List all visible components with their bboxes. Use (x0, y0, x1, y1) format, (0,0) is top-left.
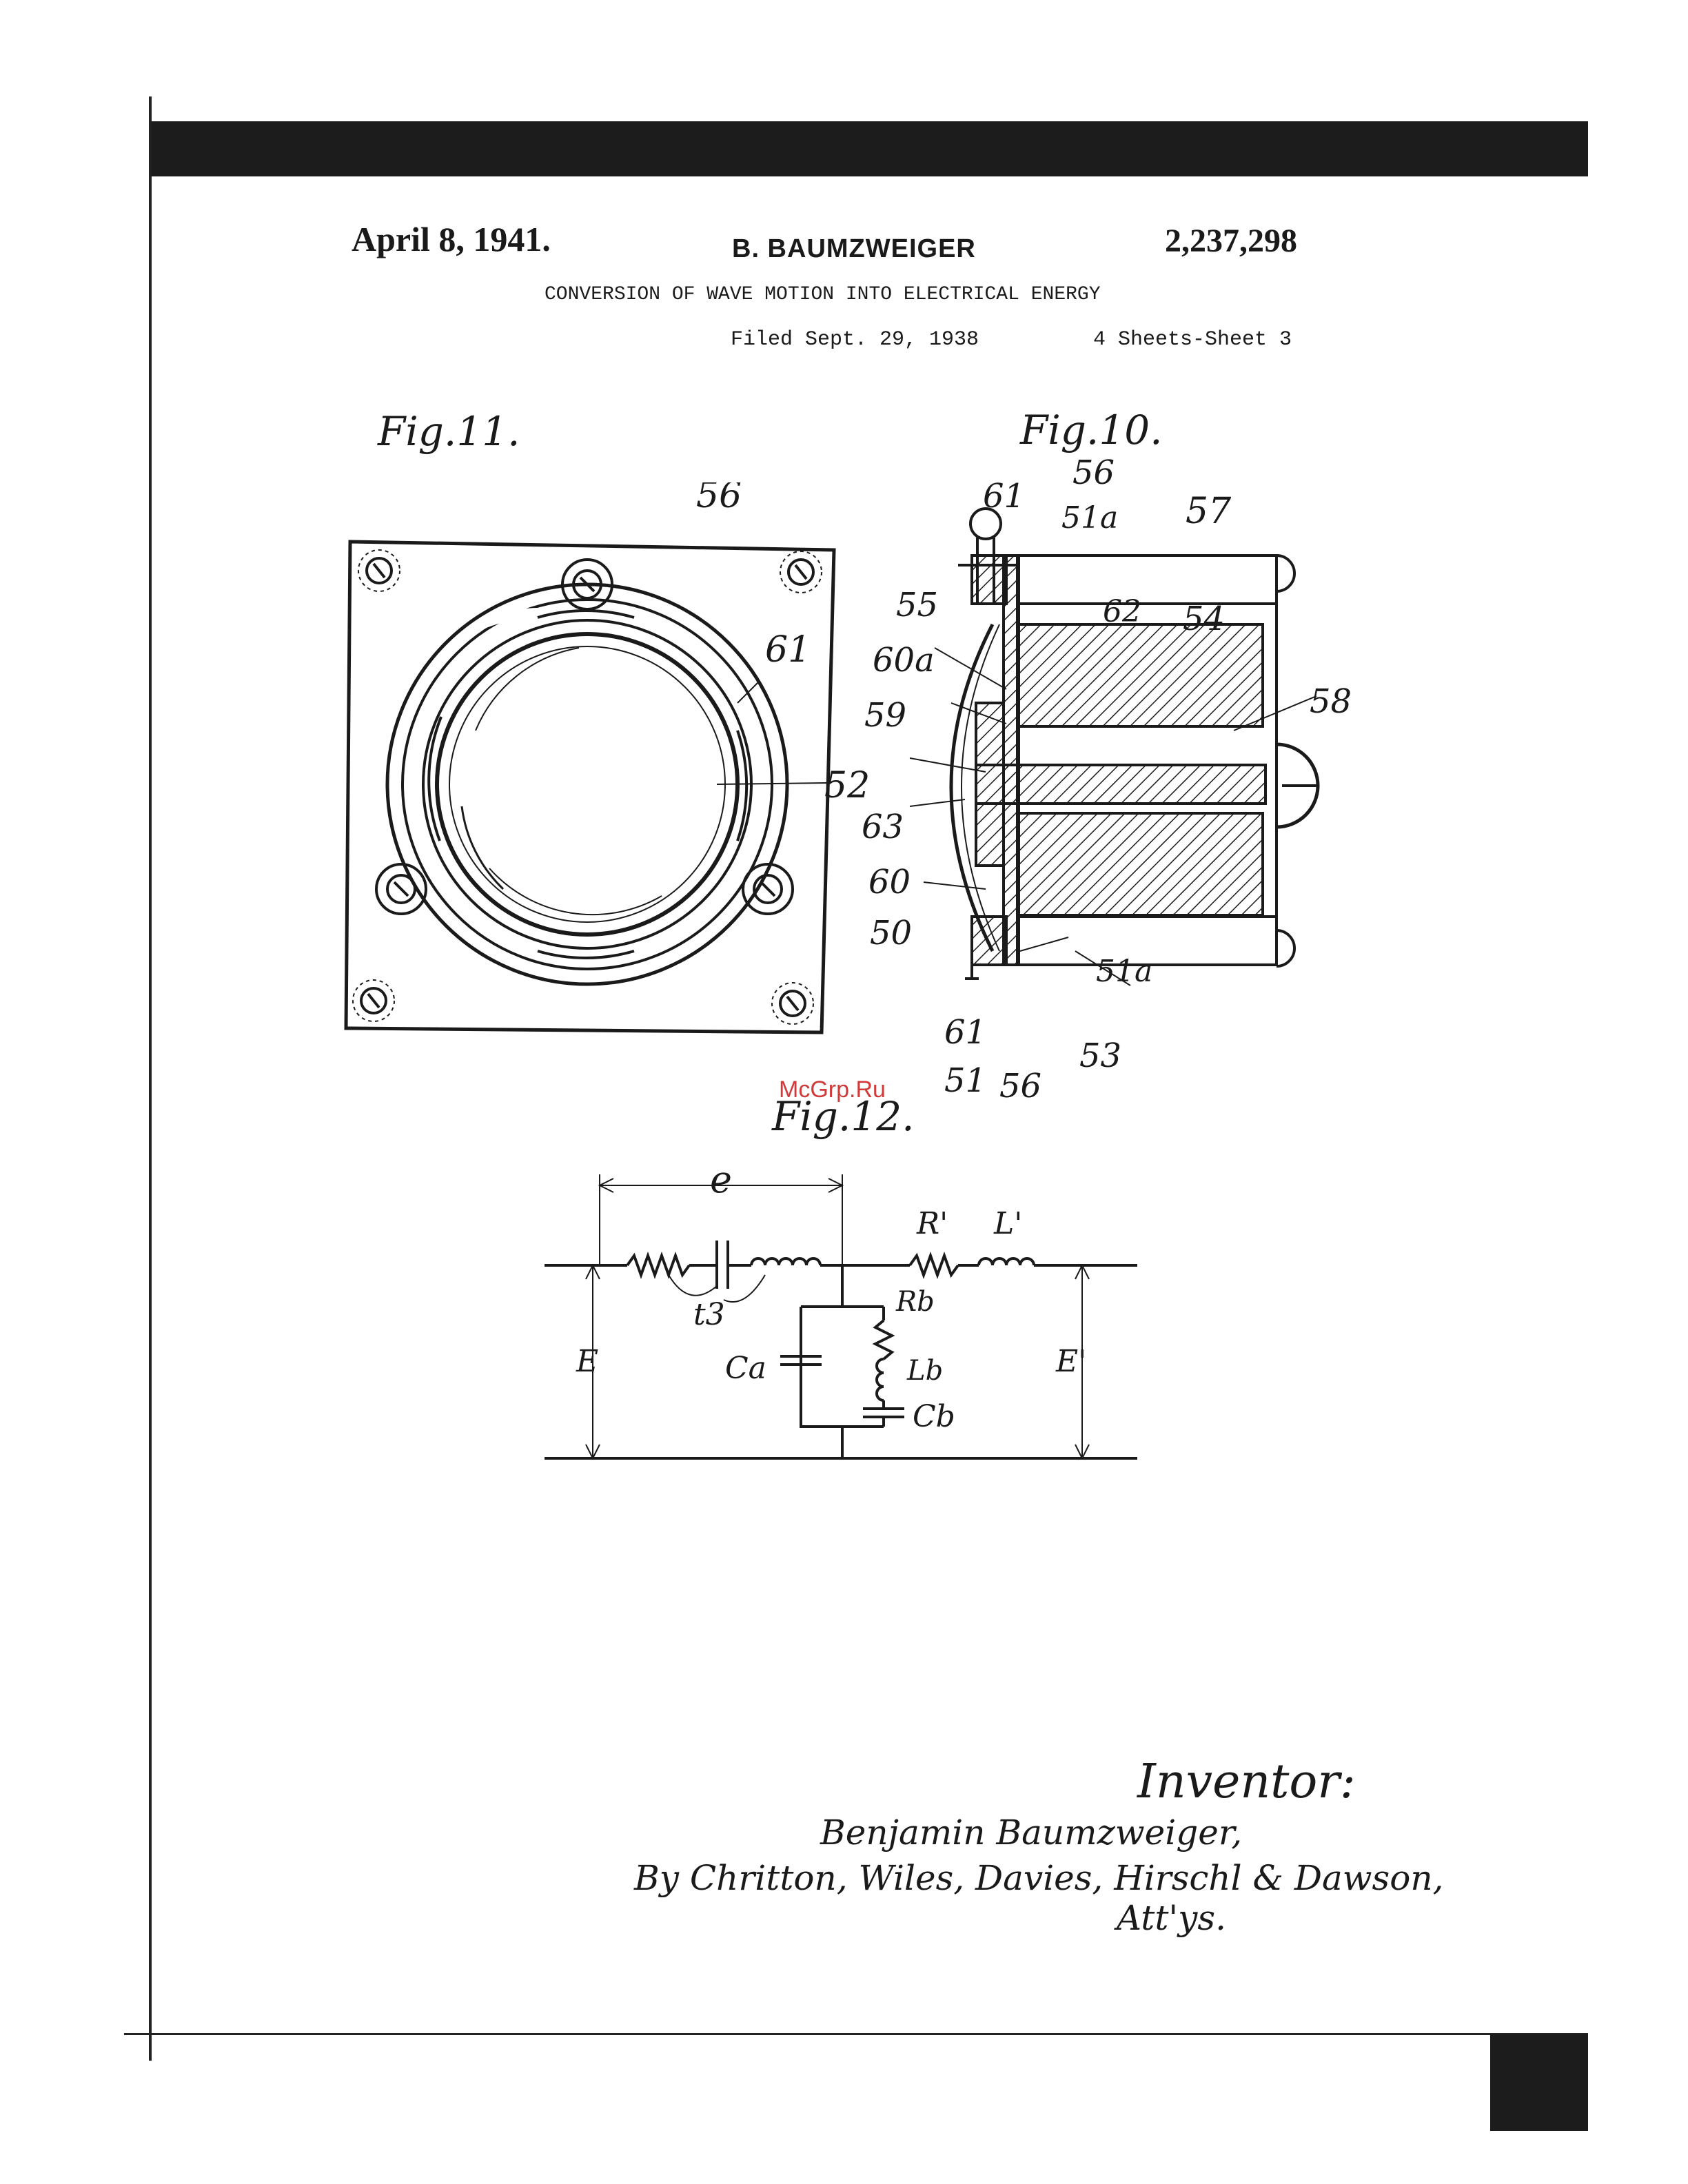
fig10-ref-63: 63 (862, 808, 904, 846)
fig10-label: Fig.10. (1020, 407, 1163, 453)
sym-E1: E' (1055, 1344, 1086, 1379)
top-black-bar (150, 121, 1588, 176)
patent-title: CONVERSION OF WAVE MOTION INTO ELECTRICA… (545, 284, 1101, 305)
fig10-ref-61-bottom: 61 (944, 1013, 987, 1052)
patent-number: 2,237,298 (1165, 223, 1297, 259)
bottom-rule (124, 2033, 1588, 2035)
ref-56: 56 (696, 482, 742, 516)
fig10-ref-51a-top: 51a (1061, 500, 1119, 535)
sym-Ca: Ca (725, 1351, 766, 1386)
fig10-ref-56-top: 56 (1072, 453, 1115, 492)
patent-date: April 8, 1941. (352, 220, 551, 258)
inventor-heading: Inventor: (1137, 1755, 1356, 1809)
sym-R1: R' (916, 1206, 948, 1241)
left-margin-rule (149, 96, 152, 2061)
fig10-ref-59: 59 (864, 696, 907, 735)
fig10-ref-56-bottom: 56 (999, 1067, 1042, 1105)
sheet-count: 4 Sheets-Sheet 3 (1093, 328, 1292, 351)
fig10-ref-55: 55 (896, 586, 939, 624)
fig11-label: Fig.11. (378, 408, 520, 455)
fig10-ref-50: 50 (870, 914, 913, 952)
sym-Rb: Rb (895, 1286, 935, 1318)
sym-Lb: Lb (906, 1355, 943, 1387)
fig11-drawing: 56 61 (344, 482, 836, 1034)
fig10-ref-61-top: 61 (983, 477, 1026, 516)
fig10-ref-54: 54 (1183, 600, 1226, 638)
fig10-ref-57: 57 (1186, 491, 1232, 532)
sym-L1: L' (993, 1206, 1022, 1241)
ref-52: 52 (824, 765, 871, 806)
fig12-label: Fig.12. (772, 1093, 915, 1140)
sym-e: e (710, 1165, 732, 1201)
sym-Cb: Cb (913, 1399, 955, 1434)
inventor-header: B. BAUMZWEIGER (732, 234, 976, 263)
sym-t3: t3 (693, 1297, 725, 1332)
fig10-ref-60a: 60a (873, 641, 935, 680)
attorneys-signature: By Chritton, Wiles, Davies, Hirschl & Da… (634, 1858, 1444, 1898)
fig10-drawing (909, 507, 1320, 986)
fig10-ref-53: 53 (1079, 1037, 1122, 1075)
corner-block (1490, 2034, 1588, 2131)
watermark: McGrp.Ru (779, 1076, 886, 1103)
filed-date: Filed Sept. 29, 1938 (731, 328, 979, 351)
ref-61: 61 (765, 629, 811, 671)
inventor-signature: Benjamin Baumzweiger, (820, 1813, 1243, 1853)
fig12-circuit: e R' L' t3 Rb Lb Ca Cb E E' (545, 1165, 1137, 1460)
fig10-ref-58: 58 (1310, 682, 1352, 721)
fig10-ref-62: 62 (1103, 594, 1141, 629)
fig10-ref-51a-bottom: 51a (1096, 954, 1153, 989)
fig10-ref-60: 60 (868, 863, 911, 901)
sym-E: E (576, 1344, 598, 1379)
fig10-ref-51: 51 (944, 1061, 987, 1100)
attorneys-abbrev: Att'ys. (1117, 1898, 1226, 1938)
